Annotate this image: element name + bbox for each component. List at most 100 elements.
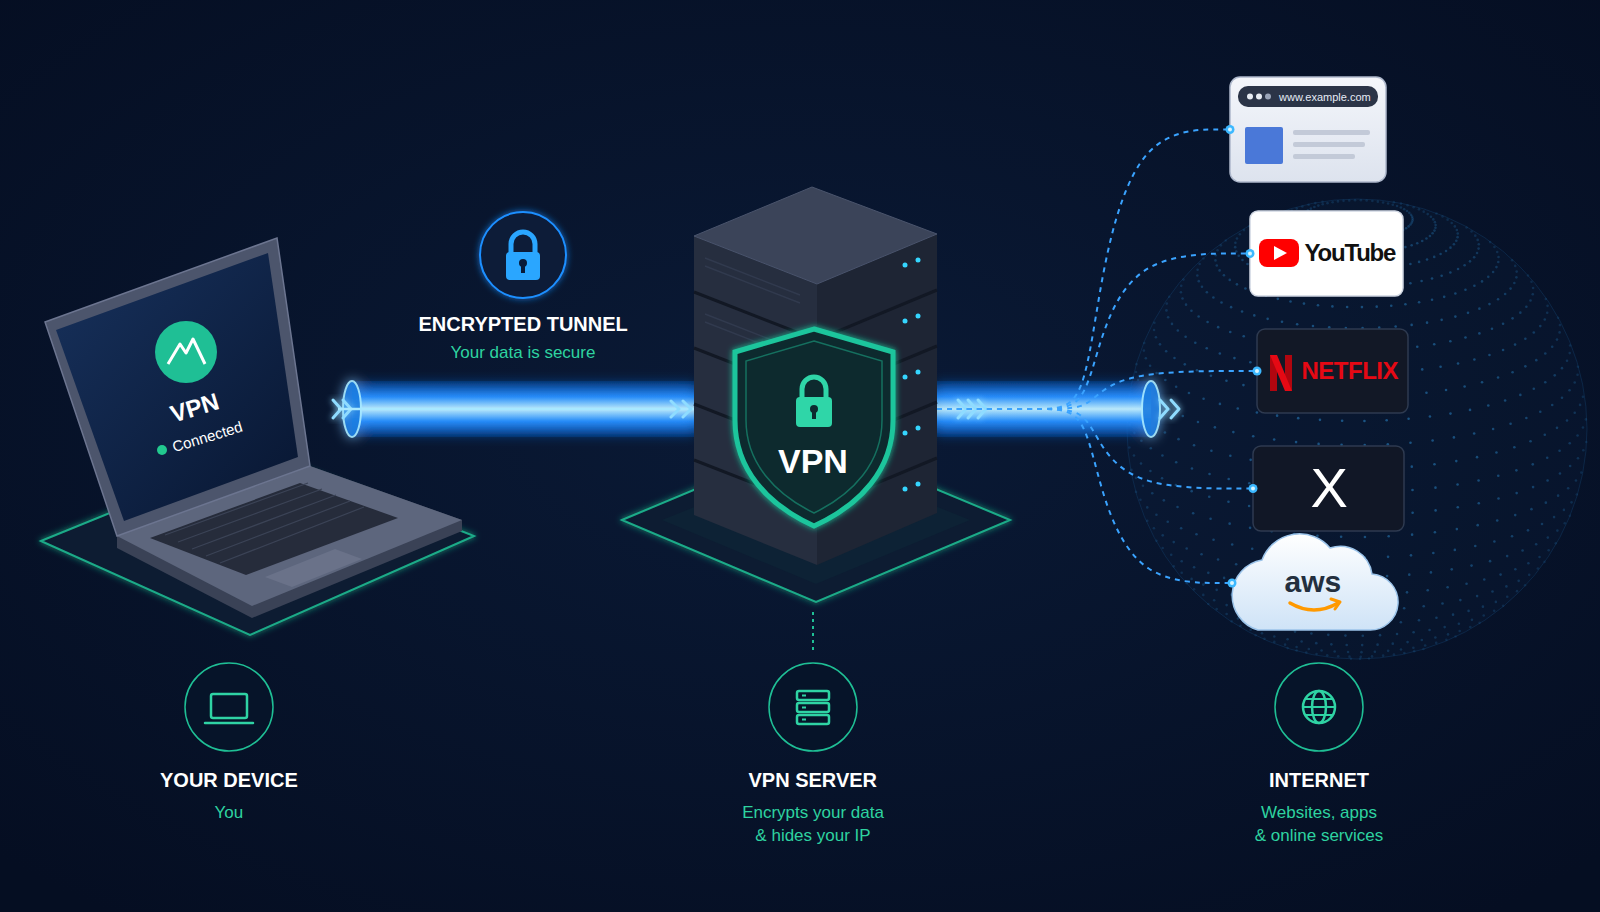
internet-icon [1275, 663, 1363, 751]
globe-dot [1406, 591, 1409, 594]
globe-dot [1538, 556, 1541, 559]
globe-dot [1310, 632, 1313, 635]
globe-dot [1579, 404, 1582, 407]
globe-dot [1374, 650, 1377, 653]
globe-dot [1159, 343, 1162, 346]
netflix-tile [1257, 329, 1408, 413]
globe-dot [1506, 595, 1509, 598]
globe-dot [1219, 403, 1222, 406]
globe-dot [1478, 307, 1481, 310]
globe-dot [1208, 473, 1211, 476]
globe-dot [1181, 415, 1184, 418]
globe-dot [1429, 235, 1432, 238]
globe-dot [1452, 613, 1455, 616]
cloud-tile: aws [1232, 536, 1394, 630]
globe-dot [1445, 389, 1448, 392]
globe-dot [1575, 493, 1578, 496]
globe-dot [1515, 492, 1518, 495]
laptop-illustration [168, 339, 205, 364]
globe-dot [1568, 389, 1571, 392]
globe-dot [1235, 250, 1238, 253]
globe-dot [1170, 553, 1173, 556]
globe-dot [1463, 264, 1466, 267]
globe-dot [1200, 553, 1203, 556]
globe-dot [1410, 244, 1413, 247]
globe-dot [1300, 640, 1303, 643]
globe-dot [1489, 560, 1492, 563]
globe-dot [1202, 583, 1205, 586]
globe-dot [1316, 534, 1319, 537]
globe-dot [1301, 205, 1304, 208]
globe-dot [1313, 206, 1316, 209]
service-tile: NETFLIX [1257, 329, 1408, 413]
globe-dot [1394, 325, 1397, 328]
server-stack [903, 263, 908, 268]
globe-dot [1543, 318, 1546, 321]
service-link [937, 254, 1250, 410]
youtube-tile [1250, 211, 1403, 296]
globe-dot [1396, 633, 1399, 636]
globe-dot [1143, 349, 1146, 352]
globe-dot [1477, 479, 1480, 482]
globe-dot [1497, 497, 1500, 500]
globe-dot [1312, 325, 1315, 328]
globe-dot [1236, 237, 1239, 240]
vpn-server: VPN [694, 187, 937, 565]
globe-dot [1420, 280, 1423, 283]
globe-dot [1425, 237, 1428, 240]
globe-dot [1504, 399, 1507, 402]
browser-window [1247, 94, 1253, 100]
globe-dot [1128, 446, 1131, 449]
globe-dot [1469, 409, 1472, 412]
globe-dot [1393, 201, 1396, 204]
globe-dot [1412, 206, 1415, 209]
shield-emblem [802, 377, 826, 399]
globe-dot [1241, 259, 1244, 262]
globe-dot [1193, 566, 1196, 569]
globe-dot [1411, 533, 1414, 536]
globe-dot [1525, 417, 1528, 420]
globe-dot [1333, 650, 1336, 653]
globe-dot [1499, 573, 1502, 576]
globe-dot [1249, 628, 1252, 631]
globe-dot [1532, 287, 1535, 290]
laptop-illustration [155, 321, 217, 383]
globe-dot [1563, 509, 1566, 512]
globe-dot [1403, 208, 1406, 211]
aws-cloud [1232, 534, 1398, 630]
globe-dot [1327, 634, 1330, 637]
globe-dot [1573, 412, 1576, 415]
globe-dot [1153, 329, 1156, 332]
server-stack [916, 426, 921, 431]
globe-dot [1422, 605, 1425, 608]
globe-dot [1575, 479, 1578, 482]
globe-dot [1505, 585, 1508, 588]
globe-dot [1514, 514, 1517, 517]
globe-dot [1493, 246, 1496, 249]
globe-dot [1149, 447, 1152, 450]
globe-dot [1249, 527, 1252, 530]
globe-dot [1524, 584, 1527, 587]
globe-dot [1161, 534, 1164, 537]
globe-dot [1426, 258, 1429, 261]
globe-dot [1489, 241, 1492, 244]
globe-dot [1393, 653, 1396, 656]
globe-dot [1539, 410, 1542, 413]
server-stack [903, 487, 908, 492]
globe-dot [1441, 602, 1444, 605]
flow-chevrons [1160, 400, 1179, 418]
globe-dot [1418, 261, 1421, 264]
globe-dot [1511, 535, 1514, 538]
globe-dot [1371, 200, 1374, 203]
browser-window [1293, 142, 1365, 147]
globe-dot [1217, 558, 1220, 561]
brand-name: NETFLIX [1302, 359, 1399, 383]
lock-badge [506, 252, 540, 280]
internet-icon [1275, 663, 1363, 751]
globe-dot [1185, 547, 1188, 550]
globe-dot [1465, 582, 1468, 585]
section-note: You [215, 804, 244, 821]
globe-dot [1153, 527, 1156, 530]
globe-dot [1248, 505, 1251, 508]
server-stack [903, 431, 908, 436]
